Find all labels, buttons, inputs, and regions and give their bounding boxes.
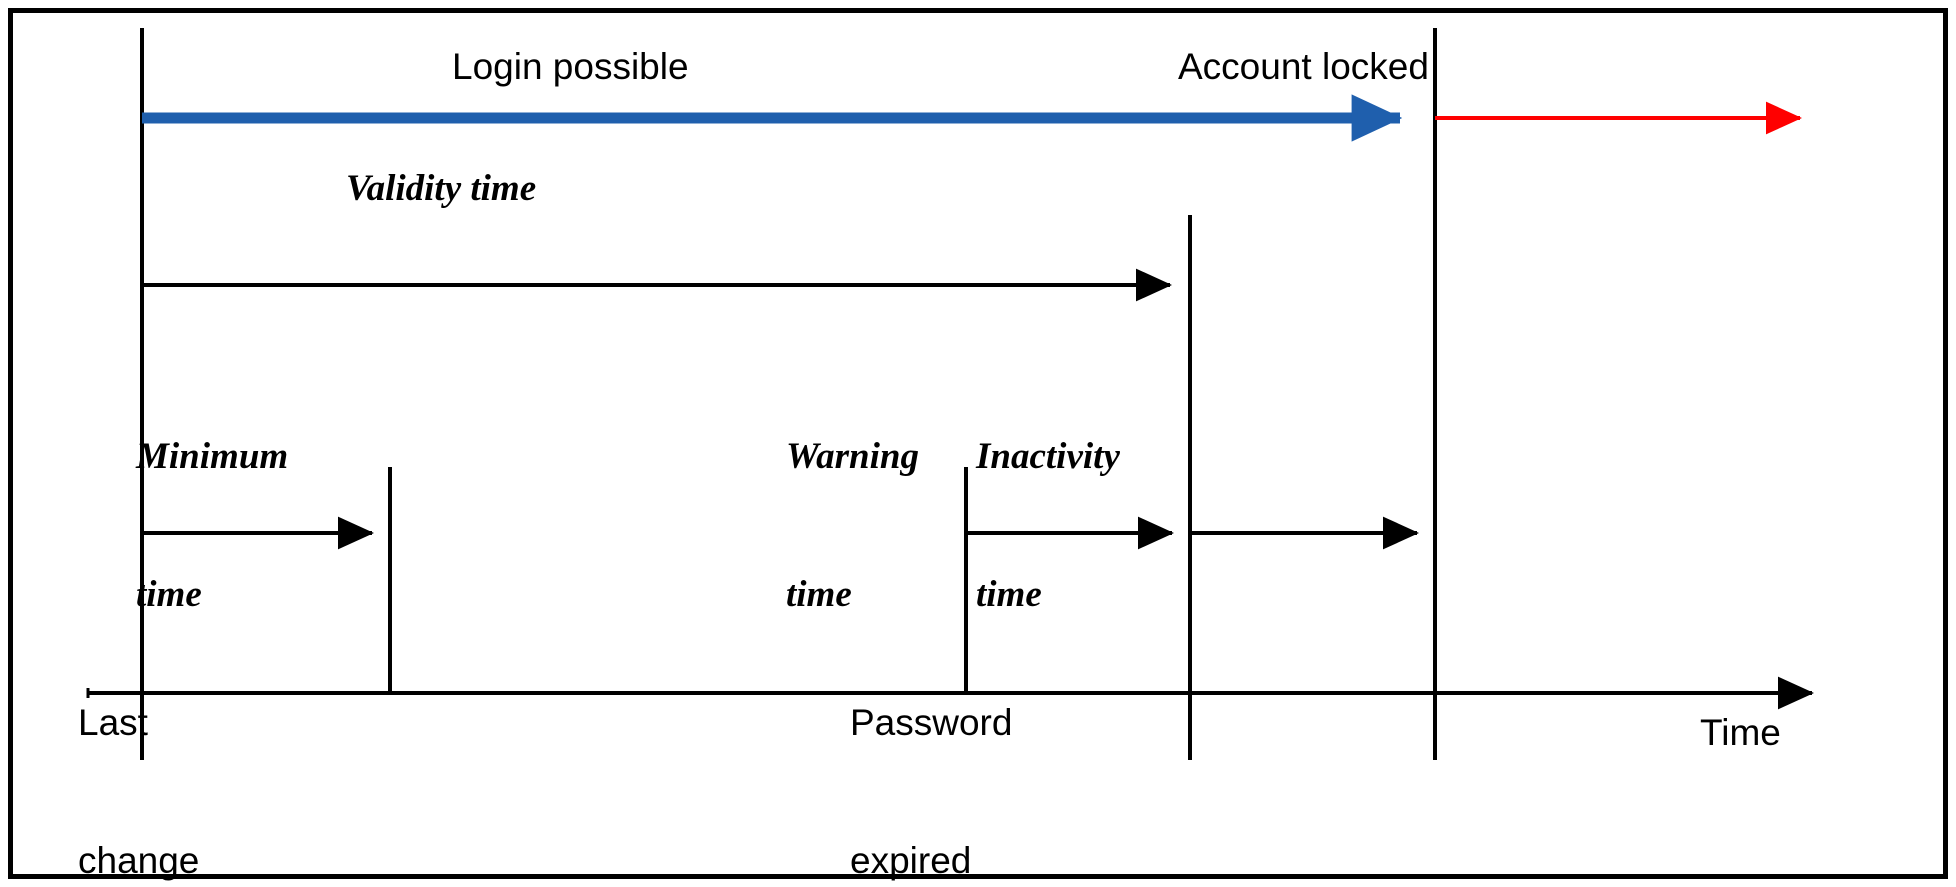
label-warning-time: Warning time: [786, 341, 919, 711]
figure-border: [8, 8, 1948, 879]
label-inactivity-time: Inactivity time: [976, 341, 1120, 711]
label-minimum-time: Minimum time: [136, 341, 288, 711]
label-password-expired: Password expired: [850, 607, 1012, 887]
label-login-possible: Login possible: [452, 46, 689, 87]
label-last-change: Last change: [78, 607, 199, 887]
label-account-locked: Account locked: [1178, 46, 1429, 87]
label-warning-time-line2: time: [786, 574, 852, 616]
label-minimum-time-line2: time: [136, 574, 202, 616]
label-time-axis: Time: [1700, 712, 1781, 753]
event-guides: [140, 28, 1437, 760]
label-inactivity-time-line1: Inactivity: [976, 435, 1120, 477]
label-warning-time-line1: Warning: [786, 435, 919, 477]
label-inactivity-time-line2: time: [976, 574, 1042, 616]
label-minimum-time-line1: Minimum: [136, 435, 289, 477]
label-validity-time: Validity time: [346, 168, 537, 209]
label-last-change-line1: Last: [78, 701, 148, 743]
label-last-change-line2: change: [78, 840, 200, 882]
label-password-expired-line1: Password: [850, 701, 1013, 743]
label-password-expired-line2: expired: [850, 840, 972, 882]
